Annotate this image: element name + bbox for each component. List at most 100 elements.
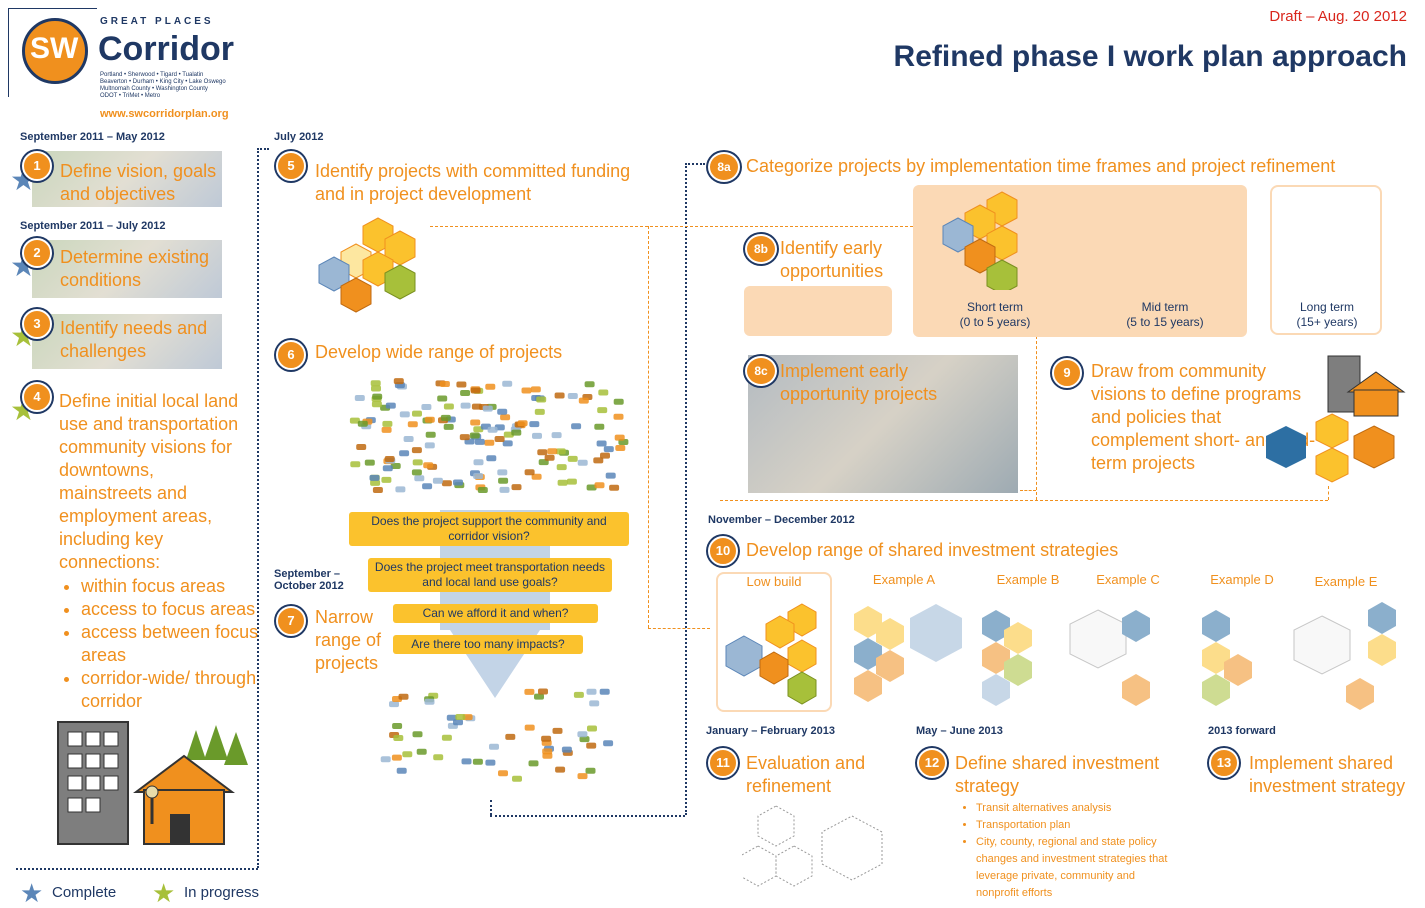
step12-bullets: Transit alternatives analysis Transporta… [958, 800, 1176, 902]
dashed-connector [720, 500, 1328, 501]
legend-complete: Complete [52, 884, 117, 901]
step-number-6: 6 [276, 340, 306, 370]
step8a-label: Categorize projects by implementation ti… [746, 156, 1336, 176]
project-icons-cloud [349, 378, 629, 493]
long-term-box [1270, 185, 1382, 335]
connector-line [257, 148, 269, 150]
early-opportunities-box [744, 286, 892, 336]
dashed-connector [1328, 486, 1329, 500]
step-number-3: 3 [22, 309, 52, 339]
bullet-item: access between focus areas [81, 621, 271, 667]
example-e: Example E [1314, 574, 1378, 589]
date-step13: 2013 forward [1208, 725, 1276, 737]
logo-frame [8, 8, 97, 97]
star-complete-icon: ★ [20, 878, 44, 908]
step-number-4: 4 [22, 382, 52, 412]
step-number-11: 11 [708, 748, 738, 778]
hex-cluster-committed [318, 217, 416, 313]
step9-label: Draw from community visions to define pr… [1091, 361, 1316, 473]
date-step2: September 2011 – July 2012 [20, 220, 166, 232]
step2-label: Determine existing conditions [60, 247, 210, 290]
question-afford: Can we afford it and when? [393, 604, 598, 623]
step4-label: Define initial local land use and transp… [59, 391, 239, 572]
connector-line [490, 800, 492, 815]
dashed-connector [430, 226, 918, 227]
website-link[interactable]: www.swcorridorplan.org [100, 108, 229, 120]
logo: SW GREAT PLACES Corridor Portland • Sher… [8, 8, 248, 120]
logo-corridor: Corridor [98, 30, 234, 68]
narrowed-projects-cloud [380, 688, 614, 782]
step-number-9: 9 [1052, 358, 1082, 388]
step5-label: Identify projects with committed funding… [315, 161, 631, 204]
short-term-label: Short term (0 to 5 years) [959, 300, 1031, 329]
date-step7: September – October 2012 [274, 568, 344, 592]
bullet-item: access to focus areas [81, 598, 271, 621]
logo-cities: Portland • Sherwood • Tigard • Tualatin … [100, 72, 226, 99]
dashed-connector [648, 628, 710, 629]
step-number-8a: 8a [708, 152, 740, 182]
low-build-box [716, 572, 832, 712]
step-number-5: 5 [276, 151, 306, 181]
step1-label: Define vision, goals and objectives [60, 161, 217, 204]
logo-sw: SW [30, 32, 79, 65]
step10-label: Develop range of shared investment strat… [746, 540, 1119, 560]
page-title: Refined phase I work plan approach [893, 40, 1407, 73]
example-a: Example A [872, 572, 936, 587]
step8b-label: Identify early opportunities [780, 238, 884, 281]
step12-label: Define shared investment strategy [955, 753, 1160, 796]
example-b: Example B [996, 572, 1060, 587]
step7-label: Narrow range of projects [315, 607, 382, 673]
step8c-label: Implement early opportunity projects [780, 361, 938, 404]
dashed-connector [1020, 490, 1036, 491]
date-step12: May – June 2013 [916, 725, 1003, 737]
step-number-1: 1 [22, 151, 52, 181]
question-impacts: Are there too many impacts? [393, 635, 583, 654]
connector-line [257, 148, 259, 868]
community-illustration [57, 721, 248, 845]
photo-step1 [32, 151, 222, 207]
bullet-item: within focus areas [81, 575, 271, 598]
draft-date: Draft – Aug. 20 2012 [1269, 8, 1407, 25]
step-number-8b: 8b [745, 234, 777, 264]
evaluation-hex-outline [742, 805, 883, 887]
star-progress-icon: ★ [152, 878, 176, 908]
step-number-12: 12 [917, 748, 947, 778]
step-number-8c: 8c [745, 356, 777, 386]
photo-step3 [32, 314, 222, 369]
hex-cluster-short-term [942, 191, 1018, 290]
bullet-item: Transit alternatives analysis [976, 800, 1176, 817]
bullet-item: Transportation plan [976, 817, 1176, 834]
connector-line [490, 815, 685, 817]
step-number-7: 7 [276, 606, 306, 636]
date-step5: July 2012 [274, 131, 324, 143]
photo-step2 [32, 240, 222, 298]
step3-label: Identify needs and challenges [60, 318, 208, 361]
date-step1: September 2011 – May 2012 [20, 131, 165, 143]
question-transport-needs: Does the project meet transportation nee… [368, 558, 612, 592]
date-step10: November – December 2012 [708, 514, 855, 526]
mid-term-label: Mid term (5 to 15 years) [1126, 300, 1204, 329]
step-number-10: 10 [708, 536, 738, 566]
step11-label: Evaluation and refinement [746, 753, 866, 796]
step-number-2: 2 [22, 238, 52, 268]
date-step11: January – February 2013 [706, 725, 836, 737]
logo-sw-circle [22, 18, 88, 84]
question-community-vision: Does the project support the community a… [349, 512, 629, 546]
connector-line [685, 163, 705, 165]
logo-tagline: GREAT PLACES [100, 16, 214, 27]
dashed-connector [1036, 336, 1037, 500]
connector-line [685, 163, 687, 815]
step13-label: Implement shared investment strategy [1249, 753, 1406, 796]
step-number-13: 13 [1209, 748, 1239, 778]
step6-label: Develop wide range of projects [315, 342, 563, 362]
programs-hex-cluster [1266, 355, 1406, 483]
example-c: Example C [1096, 572, 1160, 587]
step4-bullets: within focus areas access to focus areas… [59, 575, 271, 713]
long-term-label: Long term (15+ years) [1296, 300, 1358, 329]
example-d: Example D [1210, 572, 1274, 587]
bullet-item: corridor-wide/ through corridor [81, 667, 271, 713]
dashed-connector [648, 226, 649, 628]
photo-step8c [748, 355, 1018, 493]
example-low-build: Low build [746, 574, 802, 589]
legend-progress: In progress [184, 884, 260, 901]
